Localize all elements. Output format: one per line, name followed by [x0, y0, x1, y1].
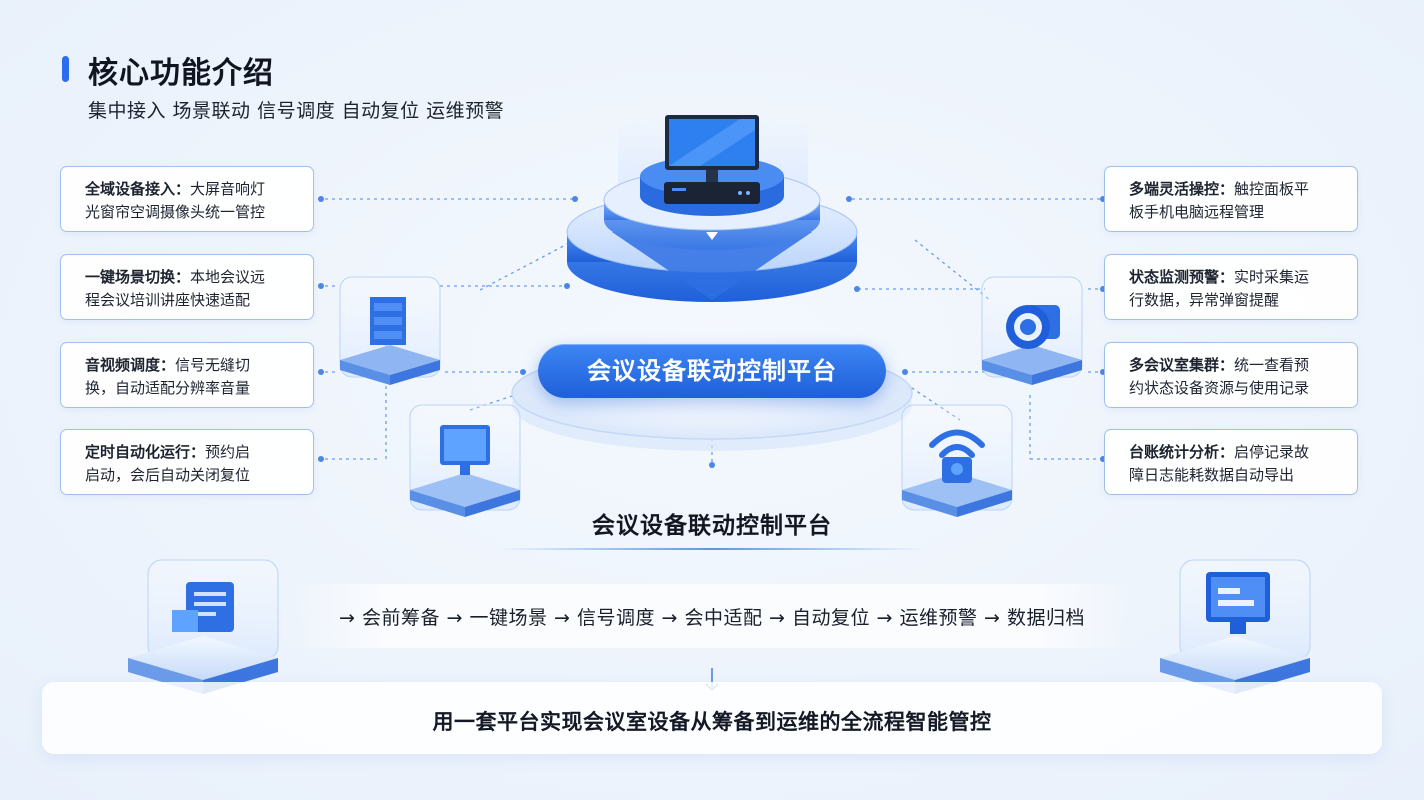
- tile-wifi: [901, 404, 1013, 517]
- server-tiers: [566, 156, 858, 302]
- feature-card-desc: 本地会议远 程会议培训讲座快速适配: [85, 268, 266, 309]
- connector-dot: [846, 196, 852, 202]
- connector-dot: [318, 283, 324, 289]
- feature-card-desc: 信号无缝切 换，自动适配分辨率音量: [85, 356, 251, 397]
- connector-dot: [1100, 456, 1106, 462]
- workflow-band: [290, 584, 1134, 648]
- feature-card-title: 定时自动化运行：: [85, 443, 206, 461]
- page-subtitle: 集中接入 场景联动 信号调度 自动复位 运维预警: [88, 100, 505, 122]
- connector-dot: [318, 369, 324, 375]
- feature-card-title: 多端灵活操控：: [1129, 180, 1235, 198]
- tile-camera: [981, 276, 1083, 385]
- feature-card-title: 台账统计分析：: [1129, 443, 1235, 461]
- page-title: 核心功能介绍: [88, 56, 274, 91]
- feature-card-scheduled-automation: 定时自动化运行：预约启 启动，会后自动关闭复位: [60, 429, 314, 495]
- feature-card-desc: 触控面板平 板手机电脑远程管理: [1129, 180, 1310, 221]
- platform-badge: 会议设备联动控制平台: [538, 344, 886, 398]
- feature-card-multi-terminal: 多端灵活操控：触控面板平 板手机电脑远程管理: [1104, 166, 1358, 232]
- connector-dot: [902, 369, 908, 375]
- tile-server: [339, 276, 441, 385]
- feature-card-title: 多会议室集群：: [1129, 356, 1235, 374]
- feature-card-av-dispatch: 音视频调度：信号无缝切 换，自动适配分辨率音量: [60, 342, 314, 408]
- summary-bar: [42, 682, 1382, 754]
- connector-dot: [564, 283, 570, 289]
- platform-caption: 会议设备联动控制平台: [592, 513, 832, 539]
- feature-card-room-cluster: 多会议室集群：统一查看预 约状态设备资源与使用记录: [1104, 342, 1358, 408]
- feature-card-status-monitor: 状态监测预警：实时采集运 行数据，异常弹窗提醒: [1104, 254, 1358, 320]
- feature-card-desc: 启停记录故 障日志能耗数据自动导出: [1129, 443, 1310, 484]
- caption-underline: [498, 548, 926, 550]
- connector-dot: [520, 369, 526, 375]
- feature-card-device-access: 全域设备接入：大屏音响灯 光窗帘空调摄像头统一管控: [60, 166, 314, 232]
- connector-dot: [572, 196, 578, 202]
- summary-text: 用一套平台实现会议室设备从筹备到运维的全流程智能管控: [432, 710, 992, 734]
- feature-card-scene-switch: 一键场景切换：本地会议远 程会议培训讲座快速适配: [60, 254, 314, 320]
- connector-dot: [1100, 369, 1106, 375]
- feature-card-ledger-analysis: 台账统计分析：启停记录故 障日志能耗数据自动导出: [1104, 429, 1358, 495]
- title-accent-bar: [62, 56, 69, 82]
- feature-card-desc: 统一查看预 约状态设备资源与使用记录: [1129, 356, 1310, 397]
- feature-card-title: 一键场景切换：: [85, 268, 191, 286]
- feature-card-desc: 实时采集运 行数据，异常弹窗提醒: [1129, 268, 1310, 309]
- connector-dot: [318, 196, 324, 202]
- feature-card-title: 状态监测预警：: [1129, 268, 1235, 286]
- feature-card-title: 音视频调度：: [85, 356, 176, 374]
- desktop-computer: [664, 115, 760, 204]
- connector-dot: [1100, 196, 1106, 202]
- connector-dot: [854, 286, 860, 292]
- connector-dot: [318, 456, 324, 462]
- connector-dot: [709, 462, 715, 468]
- workflow-steps: → 会前筹备 → 一键场景 → 信号调度 → 会中适配 → 自动复位 → 运维预…: [339, 607, 1085, 629]
- feature-card-desc: 预约启 启动，会后自动关闭复位: [85, 443, 251, 484]
- tile-display: [409, 404, 521, 517]
- feature-card-title: 全域设备接入：: [85, 180, 191, 198]
- feature-card-desc: 大屏音响灯 光窗帘空调摄像头统一管控: [85, 180, 266, 221]
- connector-dot: [1100, 286, 1106, 292]
